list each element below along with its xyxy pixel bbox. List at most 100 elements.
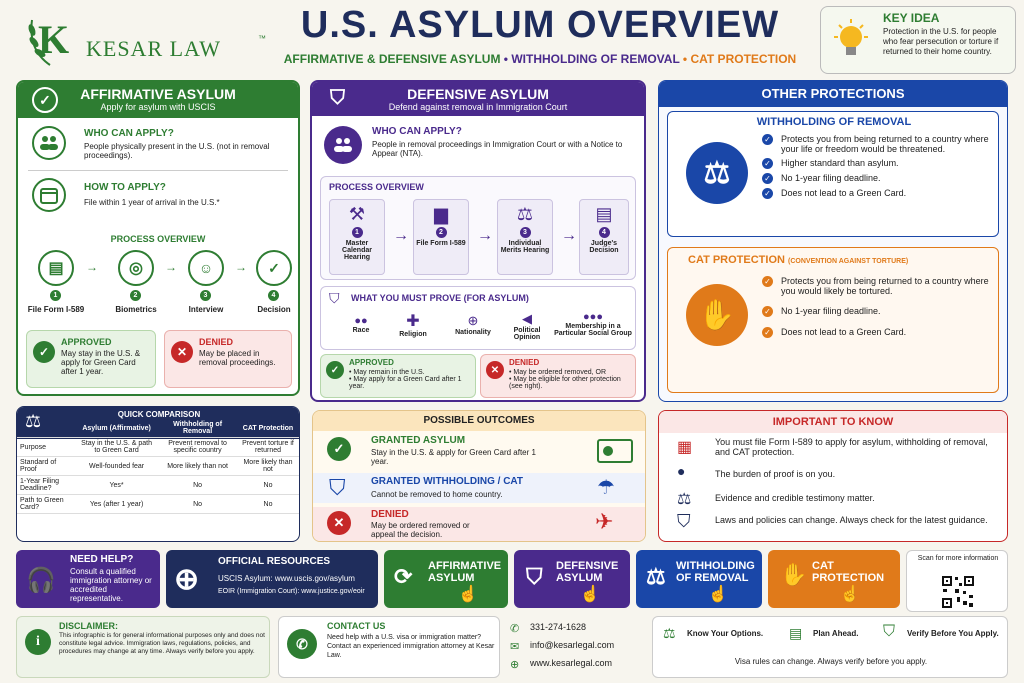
ground-nationality: ⊕Nationality [445, 313, 501, 336]
outcome-denied: ✕ DENIED May be ordered removed or appea… [313, 507, 645, 541]
people-icon [32, 126, 66, 160]
aff-process-steps: ▤ ◎ ☺ ✓ → → → 1 2 3 4 File Form I-589 Bi… [24, 250, 294, 320]
globe-icon: ⊕ [467, 313, 479, 328]
step-label: Decision [257, 305, 291, 314]
need-help-card[interactable]: 🎧 NEED HELP? Consult a qualified immigra… [16, 550, 160, 608]
denied-title: DENIED [199, 337, 234, 347]
step-number: 3 [519, 227, 531, 238]
denied-list: • May be ordered removed, OR• May be eli… [509, 369, 621, 390]
arrow-icon: → [393, 227, 409, 244]
shield-icon: ⛉ [330, 87, 345, 109]
pointer-icon: ☝ [580, 586, 600, 603]
def-denied-box: ✕ DENIED • May be ordered removed, OR• M… [480, 354, 636, 398]
defensive-title: DEFENSIVE ASYLUM [407, 86, 549, 102]
aff-denied-box: ✕ DENIED May be placed in removal procee… [164, 330, 292, 388]
def-step-1: ⚒ 1 Master Calendar Hearing [329, 199, 385, 275]
shield-check-icon: ⛉ [526, 564, 543, 589]
pointer-icon: ☝ [708, 586, 728, 603]
check-icon: ✓ [33, 341, 55, 363]
arrow-icon: → [165, 260, 177, 274]
pointer-icon: ☝ [840, 586, 860, 603]
shield-check-icon: ✓ [256, 250, 292, 286]
qr-box: Scan for more information [906, 550, 1008, 612]
email-link[interactable]: info@kesarlegal.com [530, 640, 615, 650]
cat-protection-button[interactable]: ✋ CAT PROTECTION ☝ [768, 550, 900, 608]
defensive-asylum-button[interactable]: ⛉ DEFENSIVE ASYLUM ☝ [514, 550, 630, 608]
withholding-list: ✓Protects you from being returned to a c… [762, 134, 992, 199]
page-title: U.S. ASYLUM OVERVIEW [300, 4, 780, 46]
step-label: File Form I-589 [27, 305, 85, 314]
approved-title: APPROVED [349, 358, 394, 367]
ground-social-group: ●●●Membership in a Particular Social Gro… [554, 311, 632, 337]
aff-how-text: File within 1 year of arrival in the U.S… [84, 198, 220, 207]
step-label: Individual Merits Hearing [500, 240, 550, 254]
scales-icon: ⚖ [686, 142, 748, 204]
affirmative-title: AFFIRMATIVE ASYLUM [80, 86, 236, 102]
denied-title: DENIED [509, 358, 540, 367]
aff-who-title: WHO CAN APPLY? [84, 128, 174, 139]
uscis-link[interactable]: USCIS Asylum: www.uscis.gov/asylum [218, 574, 355, 583]
affirmative-panel: ✓ AFFIRMATIVE ASYLUM Apply for asylum wi… [16, 80, 300, 396]
x-icon: ✕ [327, 511, 351, 535]
shield-icon: ⛉ [329, 290, 340, 306]
other-title: OTHER PROTECTIONS [659, 81, 1007, 107]
def-prove-title: WHAT YOU MUST PROVE (FOR ASYLUM) [351, 293, 529, 303]
arrow-icon: → [561, 227, 577, 244]
eoir-link[interactable]: EOIR (Immigration Court): www.justice.go… [218, 588, 365, 595]
step-number: 2 [435, 227, 447, 238]
step-number: 3 [200, 290, 211, 301]
subtitle-withholding: WITHHOLDING OF REMOVAL [511, 52, 680, 66]
logo-letter: K [38, 17, 70, 62]
qr-code-icon[interactable] [941, 575, 975, 609]
email-icon: ✉ [510, 641, 520, 653]
phone-number[interactable]: 331-274-1628 [530, 622, 587, 632]
check-icon: ✓ [762, 276, 773, 287]
step-label: Judge's Decision [589, 240, 619, 254]
scales-icon: ⚖ [516, 204, 534, 224]
subtitle-affirmative: AFFIRMATIVE & DEFENSIVE ASYLUM [283, 52, 501, 66]
megaphone-icon: ◀ [522, 311, 532, 326]
approved-title: APPROVED [61, 337, 112, 347]
withholding-title: WITHHOLDING OF REMOVAL [756, 116, 912, 128]
headset-icon: 🎧 [26, 567, 56, 594]
def-process-title: PROCESS OVERVIEW [329, 182, 424, 192]
key-idea-text: Protection in the U.S. for people who fe… [883, 27, 999, 56]
laurel-icon [28, 19, 51, 66]
comparison-table: ⚖ QUICK COMPARISON Asylum (Affirmative) … [16, 406, 300, 542]
group-icon: ●●● [583, 311, 603, 323]
table-header: Asylum (Affirmative) Withholding of Remo… [17, 419, 299, 438]
affirmative-subtitle: Apply for asylum with USCIS [100, 102, 216, 112]
id-card-icon [597, 439, 633, 463]
website-link[interactable]: www.kesarlegal.com [530, 658, 613, 668]
document-check-icon: ▤ [595, 204, 613, 224]
def-approved-box: ✓ APPROVED • May remain in the U.S.• May… [320, 354, 476, 398]
cross-icon: ✚ [406, 313, 420, 330]
withholding-button[interactable]: ⚖ WITHHOLDING OF REMOVAL ☝ [636, 550, 762, 608]
step-number: 4 [268, 290, 279, 301]
people-icon: ●● [354, 315, 368, 327]
tips-box: ⚖ Know Your Options. ▤ Plan Ahead. ⛉ Ver… [652, 616, 1008, 678]
affirmative-asylum-button[interactable]: ⟳ AFFIRMATIVE ASYLUM ☝ [384, 550, 508, 608]
withholding-box: WITHHOLDING OF REMOVAL ⚖ ✓Protects you f… [667, 111, 999, 237]
globe-icon: ⊕ [510, 659, 520, 671]
check-icon: ✓ [327, 437, 351, 461]
subtitle-cat: CAT PROTECTION [690, 52, 797, 66]
logo: K KESAR LAW ™ [20, 10, 270, 70]
contact-box: ✆ CONTACT US Need help with a U.S. visa … [278, 616, 500, 678]
clipboard-icon: ▤ [789, 625, 803, 641]
hand-stop-icon: ✋ [780, 562, 808, 587]
logo-tm: ™ [258, 34, 266, 43]
arrow-icon: → [235, 260, 247, 274]
official-resources-card[interactable]: ⊕ OFFICIAL RESOURCES USCIS Asylum: www.u… [166, 550, 378, 608]
scales-icon: ⚖ [663, 625, 676, 641]
defensive-panel: ⛉ DEFENSIVE ASYLUM Defend against remova… [310, 80, 646, 402]
important-panel: IMPORTANT TO KNOW ▦ You must file Form I… [658, 410, 1008, 542]
denied-text: May be placed in removal proceedings. [199, 349, 276, 367]
arrow-icon: → [86, 260, 98, 274]
cat-box: CAT PROTECTION (CONVENTION AGAINST TORTU… [667, 247, 999, 393]
step-number: 4 [598, 227, 610, 238]
def-prove: ⛉ WHAT YOU MUST PROVE (FOR ASYLUM) ●●Rac… [320, 286, 636, 350]
cat-list: ✓Protects you from being returned to a c… [762, 276, 992, 338]
